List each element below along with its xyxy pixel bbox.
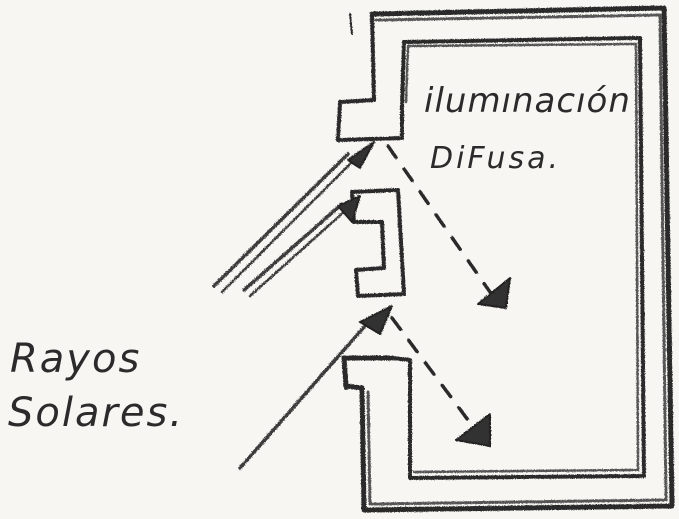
diffused-ray-lower <box>390 316 476 430</box>
room-section <box>336 5 675 513</box>
lower-sill <box>342 356 348 390</box>
solar-ray-2b <box>248 208 348 298</box>
solar-ray-3 <box>238 316 374 470</box>
outer-wall-pass <box>366 13 668 506</box>
sketch-tick <box>349 13 353 35</box>
label-rays-line2: Solares. <box>8 390 184 436</box>
inner-wall <box>400 36 646 480</box>
incoming-arrowheads <box>337 141 393 335</box>
upper-lintel <box>336 98 404 142</box>
labels: ilumınacıón DiFusa. Rayos Solares. <box>8 81 631 436</box>
label-diffuse-line2: DiFusa. <box>430 141 561 176</box>
middle-louvre <box>350 188 406 298</box>
arrowhead-upper <box>347 141 375 169</box>
wall-to-upper-lintel <box>370 12 376 102</box>
solar-ray-2a <box>242 202 344 292</box>
lower-sill-inner <box>390 356 412 362</box>
arrowhead-lower <box>359 305 393 335</box>
arrowhead-diffused-upper <box>477 277 511 309</box>
diffused-arrowheads <box>455 277 511 447</box>
label-rays-line1: Rayos <box>10 336 141 382</box>
inner-wall-pass <box>404 42 640 474</box>
arrowhead-middle <box>337 195 361 223</box>
diffused-rays <box>386 144 492 430</box>
arrowhead-diffused-lower <box>455 413 491 447</box>
solar-rays <box>212 152 374 470</box>
solar-ray-1b <box>220 158 356 294</box>
label-diffuse-line1: ilumınacıón <box>424 81 631 121</box>
diffused-ray-upper <box>386 144 492 294</box>
solar-ray-1a <box>212 152 350 288</box>
